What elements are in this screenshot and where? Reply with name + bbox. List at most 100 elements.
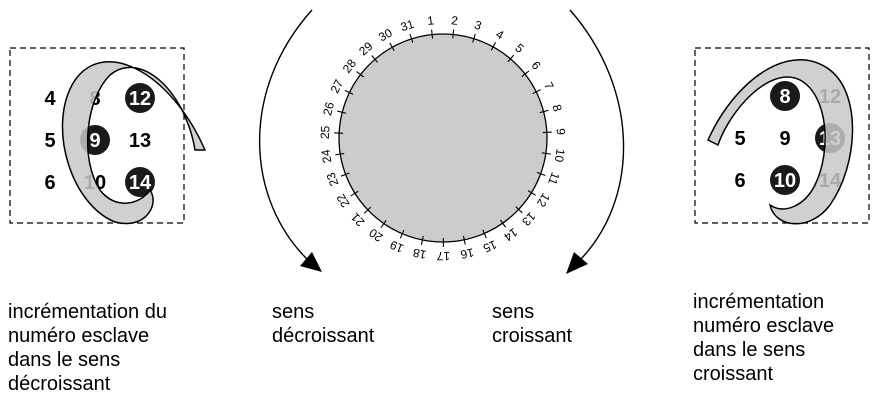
caption-left-line-2: numéro esclave xyxy=(8,325,150,347)
right-grid-cell-10: 10 xyxy=(774,170,796,192)
left-grid-cell-12: 12 xyxy=(129,88,151,110)
left-switch-panel: 4812591361014 xyxy=(9,47,207,225)
dial-tick xyxy=(452,29,455,39)
dial-tick xyxy=(420,235,424,245)
dial-tick xyxy=(340,172,350,177)
left-dashed-frame xyxy=(9,47,185,224)
left-grid-badge-12 xyxy=(125,83,155,113)
caption-left-line-4: décroissant xyxy=(8,373,111,395)
left-grid-cell-13: 13 xyxy=(129,130,151,152)
right-grid-cell-8: 8 xyxy=(779,86,790,108)
dial-number-6: 6 xyxy=(528,59,543,73)
dial-tick xyxy=(515,206,523,214)
dial-tick xyxy=(350,190,359,197)
dial-number-8: 8 xyxy=(550,103,565,113)
caption-right-line-1: incrémentation xyxy=(693,291,825,313)
increasing-arrowhead xyxy=(566,252,588,274)
decreasing-direction-arrow xyxy=(258,9,322,272)
dial-tick xyxy=(472,33,476,43)
dial-tick xyxy=(539,109,549,114)
dial-tick xyxy=(482,229,487,239)
right-grid-badge-8 xyxy=(770,81,800,111)
dial-number-23: 23 xyxy=(323,170,341,188)
dial-number-22: 22 xyxy=(333,191,352,210)
dial-tick xyxy=(431,29,434,39)
dial-number-15: 15 xyxy=(481,237,499,255)
dial-tick xyxy=(527,190,536,196)
dial-tick xyxy=(363,206,372,214)
right-dashed-frame xyxy=(694,47,870,224)
dial-tick xyxy=(536,171,546,177)
dial-number-5: 5 xyxy=(512,41,526,56)
increasing-direction-arrow xyxy=(566,9,625,274)
right-grid-cell-5: 5 xyxy=(734,128,745,150)
right-grid-badge-10 xyxy=(770,165,800,195)
dial-number-27: 27 xyxy=(328,77,347,95)
dial-number-17: 17 xyxy=(436,249,450,263)
left-grid-badge-14 xyxy=(125,167,155,197)
caption-mid-right-line-2: croissant xyxy=(492,325,573,347)
dial-number-29: 29 xyxy=(356,39,376,59)
dial-number-9: 9 xyxy=(554,128,568,136)
caption-left-line-3: dans le sens xyxy=(8,349,121,371)
dial-number-20: 20 xyxy=(366,225,385,244)
dial-tick xyxy=(462,235,466,245)
dial-tick xyxy=(337,110,347,114)
dial-tick xyxy=(409,33,414,43)
dial-number-12: 12 xyxy=(534,191,553,210)
caption-right-line-3: dans le sens xyxy=(693,339,806,361)
dial-tick xyxy=(344,89,354,95)
dial-tick xyxy=(356,71,365,78)
left-grid-cell-4: 4 xyxy=(44,88,56,110)
dial-number-1: 1 xyxy=(427,13,435,28)
left-grid-cell-9: 9 xyxy=(89,130,100,152)
caption-mid-left-line-2: décroissant xyxy=(272,325,375,347)
dial-number-28: 28 xyxy=(340,56,359,75)
left-swirl-arrow xyxy=(61,61,207,225)
dial-number-18: 18 xyxy=(411,245,427,261)
dial-tick xyxy=(541,152,551,155)
caption-left-line-1: incrémentation du xyxy=(8,301,167,323)
dial-number-26: 26 xyxy=(320,100,337,117)
dial-tick xyxy=(399,229,405,239)
dial-tick xyxy=(521,70,530,77)
dial-tick xyxy=(389,42,395,51)
dial-number-19: 19 xyxy=(388,237,406,255)
dial-tick xyxy=(490,42,497,51)
dial-number-2: 2 xyxy=(451,13,459,28)
dial-tick xyxy=(532,89,541,95)
dial-number-3: 3 xyxy=(473,18,484,33)
left-grid-cell-5: 5 xyxy=(44,130,55,152)
dial-tick xyxy=(371,55,379,63)
dial-tick xyxy=(380,219,387,228)
right-swirl-arrow xyxy=(707,59,854,225)
dial-number-30: 30 xyxy=(376,25,395,44)
dial-tick xyxy=(507,54,515,63)
caption-mid-left: sens décroissant xyxy=(272,300,374,348)
caption-right-line-4: croissant xyxy=(693,363,774,385)
caption-mid-right-line-1: sens xyxy=(492,301,535,323)
left-grid-cell-14: 14 xyxy=(129,172,152,194)
dial-number-14: 14 xyxy=(501,225,520,244)
right-grid-cell-9: 9 xyxy=(779,128,790,150)
dial-number-7: 7 xyxy=(541,80,557,92)
dial-number-11: 11 xyxy=(545,170,563,187)
dial-number-16: 16 xyxy=(459,245,475,262)
dial-number-24: 24 xyxy=(318,148,334,164)
caption-right-line-2: numéro esclave xyxy=(693,315,835,337)
dial-number-31: 31 xyxy=(399,17,416,34)
left-grid-cell-6: 6 xyxy=(44,172,55,194)
decreasing-arrowhead xyxy=(300,252,322,272)
dial-tick xyxy=(499,219,507,228)
right-switch-panel: 812591361014 xyxy=(694,47,870,225)
right-grid-cell-6: 6 xyxy=(734,170,745,192)
dial-tick xyxy=(335,152,345,156)
dial-number-25: 25 xyxy=(318,125,333,139)
dial-number-10: 10 xyxy=(552,148,568,164)
dial-number-4: 4 xyxy=(494,27,507,43)
caption-mid-left-line-1: sens xyxy=(272,301,315,323)
caption-right: incrémentation numéro esclave dans le se… xyxy=(693,290,834,386)
dial-disc xyxy=(338,33,548,243)
